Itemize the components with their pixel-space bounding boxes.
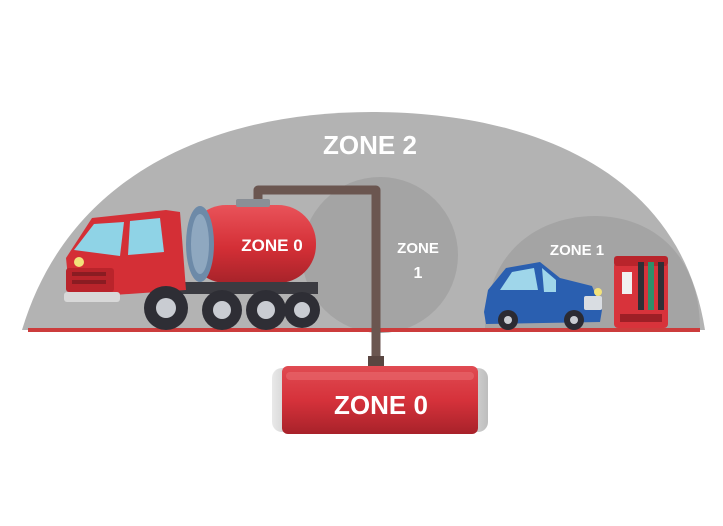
zone-0-tank-label: ZONE 0 [334, 390, 428, 420]
fuel-pump-icon [614, 256, 668, 328]
fuel-tanker-truck-icon [64, 199, 320, 330]
zone-2-label: ZONE 2 [323, 130, 417, 160]
zone-0-tanker-label: ZONE 0 [241, 236, 302, 255]
zone-1-center-label-line2: 1 [414, 265, 423, 282]
ground-line [28, 328, 700, 332]
zone-1-right-label: ZONE 1 [550, 242, 604, 259]
zone-1-center-label-line1: ZONE [397, 240, 439, 257]
underground-tank-icon [272, 366, 488, 434]
car-icon [484, 262, 602, 330]
